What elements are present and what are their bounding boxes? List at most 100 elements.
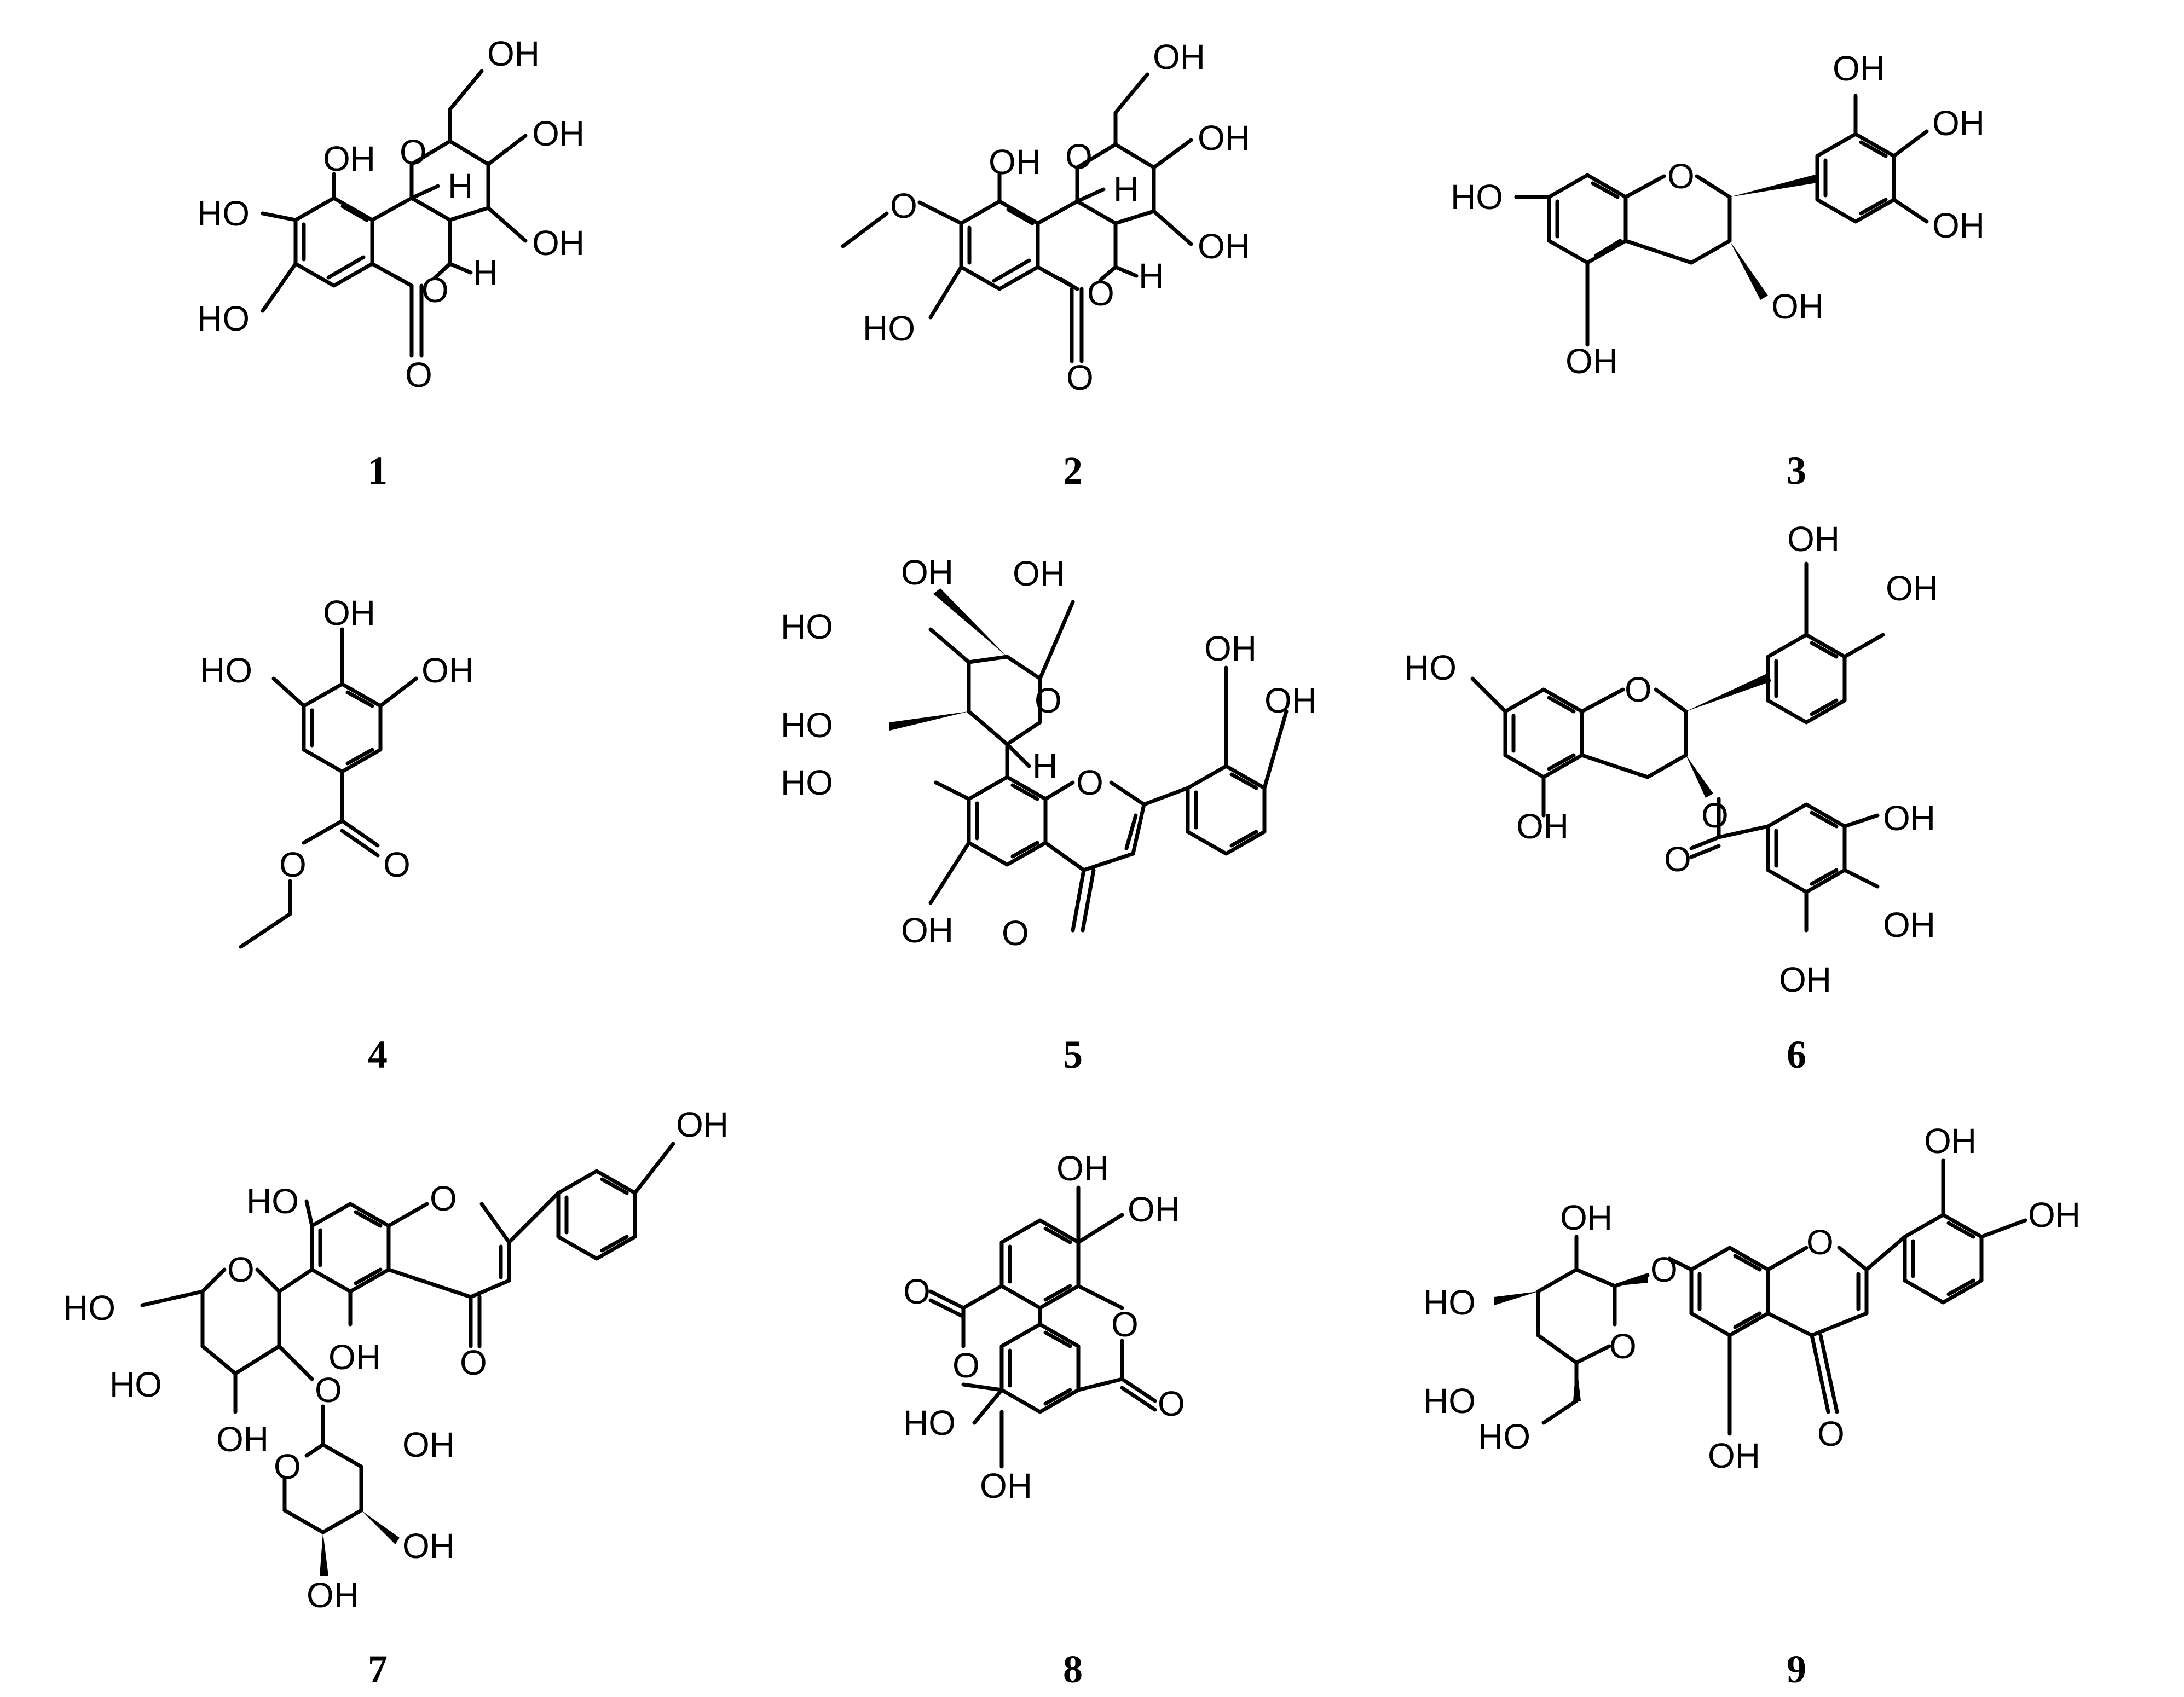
atom-label: O — [1817, 1414, 1845, 1453]
atom-label: HO — [781, 763, 833, 802]
atom-label: OH — [1924, 1121, 1977, 1161]
atom-label: O — [400, 132, 427, 172]
compound-6: OH OH HO O O OH O OH OH OH 6 — [1404, 519, 1938, 1076]
atom-label: OH — [1886, 569, 1938, 608]
atom-label: HO — [246, 1181, 299, 1221]
compound-number: 3 — [1787, 449, 1806, 493]
atom-label: OH — [1932, 103, 1985, 143]
atom-label: O — [1664, 839, 1691, 879]
stereo-wedge — [320, 1532, 328, 1576]
atom-label: O — [1087, 274, 1114, 313]
stereo-wedge — [1686, 755, 1713, 798]
compound-7-bonds — [140, 1142, 675, 1534]
atom-label: O — [952, 1346, 980, 1385]
atom-label: O — [1111, 1305, 1139, 1344]
atom-label: OH — [1516, 807, 1569, 846]
atom-label: HO — [781, 705, 833, 745]
atom-label: HO — [109, 1365, 162, 1404]
atom-label: OH — [1056, 1149, 1109, 1188]
stereo-wedge — [1573, 1363, 1581, 1401]
compound-number: 7 — [368, 1647, 388, 1691]
compound-4-bonds — [239, 627, 418, 949]
atom-label: OH — [1153, 37, 1205, 77]
compound-7-labels: OH HO O HO O OH O HO O OH O OH OH OH — [63, 1105, 729, 1615]
atom-label: H — [448, 166, 473, 206]
stereo-wedge — [1494, 1291, 1538, 1305]
compound-3-bonds — [1514, 94, 1929, 347]
atom-label: OH — [532, 223, 585, 263]
atom-label: O — [1806, 1223, 1834, 1262]
atom-label: OH — [980, 1466, 1032, 1505]
atom-label: O — [903, 1272, 931, 1311]
atom-label: OH — [1787, 519, 1840, 559]
atom-label: OH — [402, 1425, 455, 1464]
compound-6-labels: OH OH HO O O OH O OH OH OH — [1404, 519, 1938, 999]
atom-label: OH — [1560, 1198, 1613, 1237]
stereo-wedge — [1615, 1275, 1648, 1286]
atom-label: O — [279, 845, 307, 884]
compound-9-labels: OH OH OH HO O O HO O OH O HO — [1423, 1121, 2081, 1475]
compound-5-labels: OH OH HO O HO H OH OH HO O OH O — [781, 553, 1317, 953]
atom-label: HO — [1451, 177, 1503, 217]
atom-label: O — [383, 845, 411, 884]
compound-3-labels: OH OH OH HO O OH OH — [1451, 49, 1985, 381]
atom-label: HO — [197, 194, 250, 233]
atom-label: HO — [197, 299, 250, 338]
compound-9: OH OH OH HO O O HO O OH O HO 9 — [1423, 1121, 2081, 1691]
compound-number: 1 — [368, 449, 388, 493]
atom-label: HO — [1423, 1283, 1476, 1322]
atom-label: OH — [328, 1337, 381, 1377]
atom-label: OH — [901, 553, 954, 592]
compound-number: 6 — [1787, 1033, 1806, 1076]
atom-label: O — [1065, 137, 1093, 176]
atom-label: HO — [781, 607, 833, 646]
compound-number: 9 — [1787, 1647, 1806, 1691]
compound-number: 8 — [1063, 1647, 1083, 1691]
atom-label: HO — [63, 1288, 115, 1328]
stereo-wedge — [361, 1510, 400, 1544]
atom-label: OH — [1198, 118, 1250, 158]
atom-label: OH — [1833, 49, 1885, 88]
compound-6-bonds — [1470, 561, 1885, 933]
atom-label: OH — [323, 139, 375, 178]
stereo-wedge — [889, 711, 969, 731]
atom-label: O — [1002, 913, 1029, 953]
atom-label: OH — [676, 1105, 729, 1144]
atom-label: HO — [903, 1403, 956, 1443]
atom-label: OH — [2028, 1195, 2081, 1235]
atom-label: H — [1139, 256, 1164, 296]
stereo-wedge — [1730, 241, 1768, 300]
compound-8-bonds — [928, 1185, 1157, 1469]
atom-label: H — [473, 253, 498, 292]
atom-label: O — [227, 1250, 255, 1289]
atom-label: H — [1032, 746, 1058, 786]
atom-label: OH — [1883, 905, 1935, 945]
atom-label: OH — [402, 1526, 455, 1566]
atom-label: OH — [1198, 227, 1250, 266]
atom-label: HO — [1423, 1381, 1476, 1421]
atom-label: OH — [532, 114, 585, 153]
compound-number: 5 — [1063, 1033, 1083, 1076]
atom-label: OH — [901, 911, 954, 950]
atom-label: HO — [200, 651, 252, 690]
atom-label: O — [421, 270, 449, 310]
compound-5: OH OH HO O HO H OH OH HO O OH O 5 — [781, 553, 1317, 1076]
atom-label: O — [890, 186, 917, 225]
atom-label: OH — [1779, 960, 1831, 999]
compound-2-bonds — [841, 72, 1193, 363]
atom-label: O — [1625, 670, 1652, 709]
atom-label: OH — [487, 34, 540, 73]
atom-label: OH — [1264, 681, 1317, 720]
atom-label: O — [430, 1179, 457, 1218]
compound-2: OH O HO O H OH OH OH H O O 2 — [841, 37, 1250, 493]
atom-label: O — [1076, 763, 1103, 802]
atom-label: OH — [216, 1420, 269, 1459]
compound-1-bonds — [261, 69, 528, 358]
atom-label: OH — [1771, 287, 1824, 326]
atom-label: OH — [1883, 798, 1935, 838]
atom-label: O — [1609, 1327, 1637, 1366]
atom-label: OH — [1565, 341, 1618, 381]
compound-number: 2 — [1063, 449, 1083, 493]
atom-label: O — [405, 355, 432, 395]
